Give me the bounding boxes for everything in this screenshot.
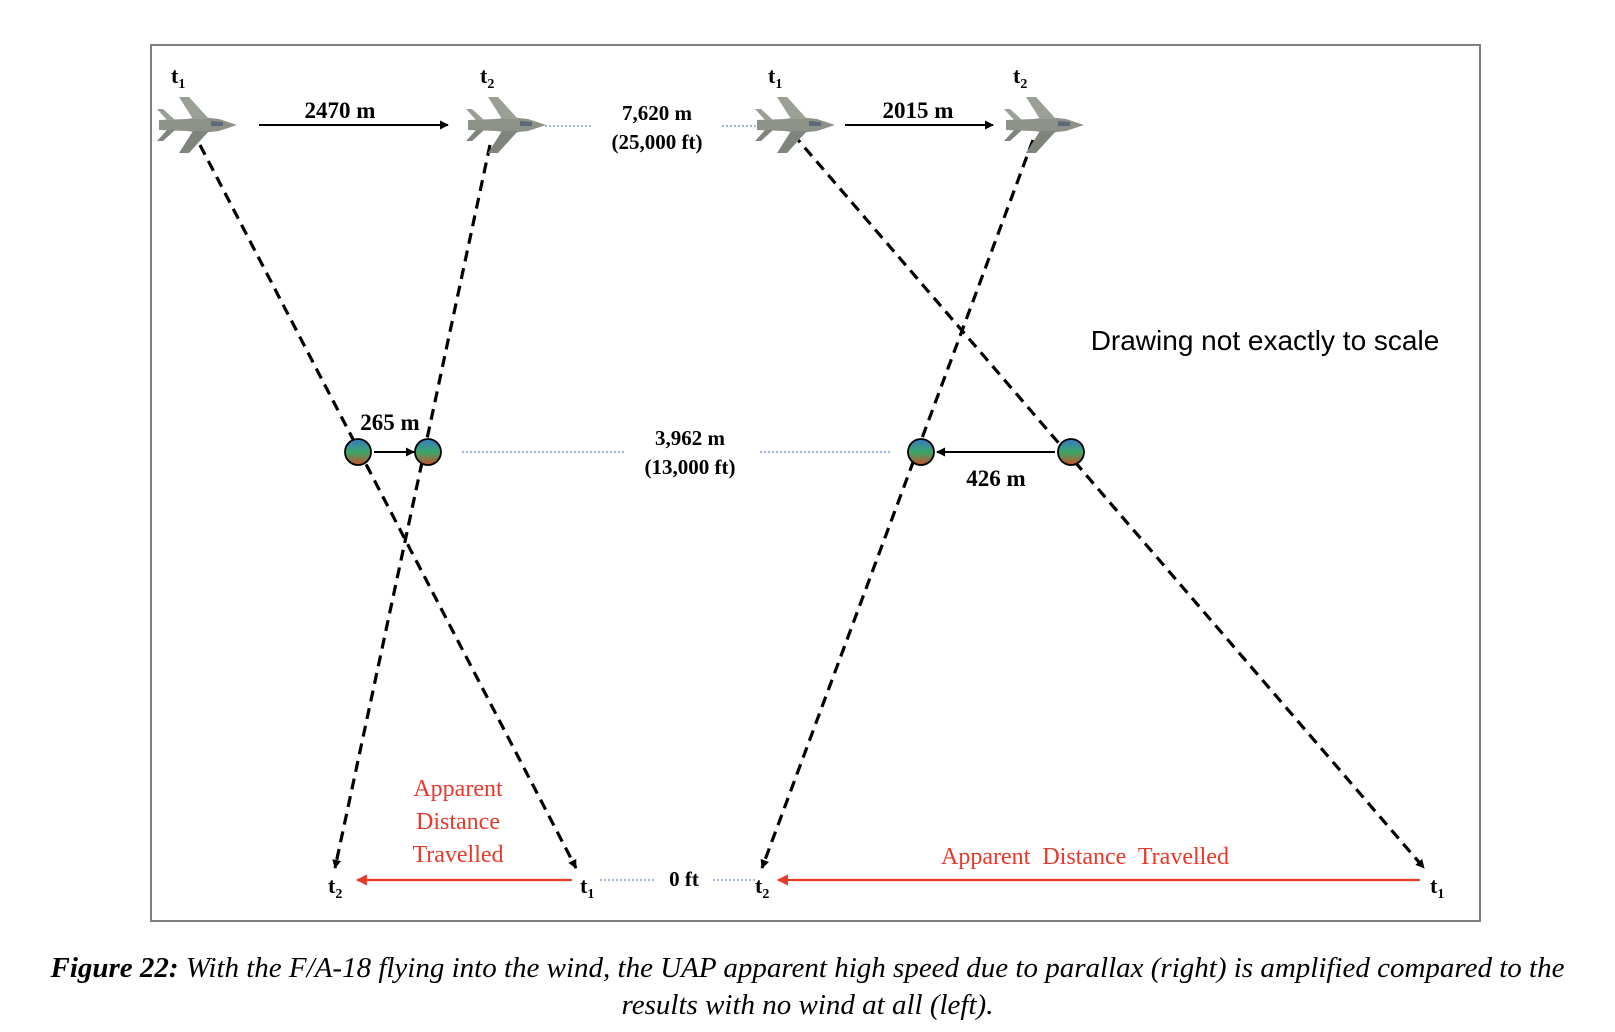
right-uap-t1-icon [1057, 438, 1085, 466]
diagram-frame [150, 44, 1481, 922]
left-apparent-line1: Apparent [413, 776, 503, 802]
left-jet-distance: 2470 m [305, 98, 376, 123]
left-jet-t2-label: t2 [480, 63, 494, 92]
jet-altitude-m: 7,620 m [622, 101, 693, 125]
figure-caption: Figure 22: With the F/A-18 flying into t… [40, 950, 1575, 1024]
right-ground-t2-label: t2 [755, 873, 769, 902]
right-ground-t1-label: t1 [1430, 873, 1444, 902]
left-jet-t1-label: t1 [171, 63, 185, 92]
right-uap-t2-icon [907, 438, 935, 466]
left-jet-t2-icon [466, 97, 546, 153]
left-sightline-t2 [332, 144, 492, 869]
right-jet-t2-label: t2 [1013, 63, 1027, 92]
left-ground-t2-label: t2 [328, 873, 342, 902]
right-uap-distance: 426 m [966, 466, 1025, 491]
sight-lines [198, 132, 1426, 870]
uap-altitude-m: 3,962 m [655, 426, 726, 450]
right-jet-t2-icon [1004, 97, 1084, 153]
caption-text: With the F/A-18 flying into the wind, th… [178, 952, 1565, 1021]
caption-prefix: Figure 22: [50, 952, 179, 984]
right-jet-t1-icon [755, 97, 835, 153]
right-apparent-label: Apparent Distance Travelled [941, 844, 1229, 870]
right-sightline-t2 [760, 139, 1035, 869]
left-uap-distance: 265 m [360, 410, 419, 435]
jet-altitude-ft: (25,000 ft) [612, 130, 703, 154]
left-sightline-t1 [198, 144, 578, 869]
left-jet-t1-icon [157, 97, 237, 153]
uap-altitude-ft: (13,000 ft) [645, 455, 736, 479]
right-jet-distance: 2015 m [883, 98, 954, 123]
left-uap-t1-icon [344, 438, 372, 466]
parallax-diagram: t1 t2 t1 t2 t2 t1 t2 t1 2470 m 2015 m 26… [150, 44, 1481, 922]
right-jet-t1-label: t1 [768, 63, 782, 92]
right-sightline-t1 [791, 132, 1426, 870]
left-apparent-line2: Distance [416, 809, 500, 835]
altitude-guides [462, 125, 890, 881]
left-ground-t1-label: t1 [580, 873, 594, 902]
left-uap-t2-icon [414, 438, 442, 466]
ground-altitude: 0 ft [669, 867, 699, 891]
left-apparent-line3: Travelled [412, 842, 503, 868]
scale-note: Drawing not exactly to scale [1091, 325, 1440, 356]
